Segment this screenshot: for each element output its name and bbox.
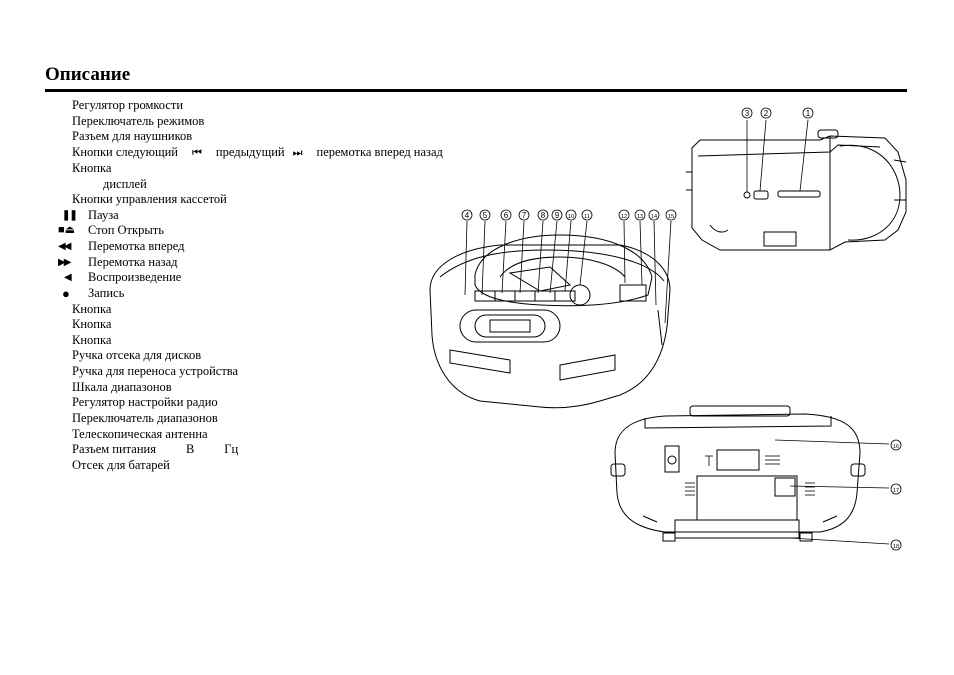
callout-number: 18 — [893, 544, 899, 550]
list-item: Ручка отсека для дисков — [72, 348, 202, 362]
rewind-icon: ▶▶ — [58, 257, 71, 268]
callout-circle — [581, 209, 593, 221]
skip-forward-icon: ⏭ — [292, 147, 303, 159]
list-item: Перемотка вперед — [88, 239, 185, 253]
callout-circle — [518, 209, 530, 221]
callout-number: 4 — [465, 211, 470, 220]
item-label: предыдущий — [215, 145, 285, 159]
callout-circle — [648, 209, 660, 221]
list-item: Кнопки управления кассетой — [72, 192, 227, 206]
list-item: Пауза — [88, 208, 119, 222]
callout-number: 2 — [764, 109, 769, 118]
callout-circle — [890, 439, 902, 451]
callout-circle — [665, 209, 677, 221]
back-view-illustration: 16 17 18 — [610, 405, 902, 551]
list-item: Переключатель режимов — [72, 114, 205, 128]
callout-circle — [479, 209, 491, 221]
item-label: Разъем питания — [72, 442, 156, 456]
callout-number: 3 — [745, 109, 750, 118]
list-item: Кнопка — [72, 333, 112, 347]
callout-circle — [890, 539, 902, 551]
title-underline — [45, 89, 907, 92]
callout-circle — [565, 209, 577, 221]
list-item: Кнопка — [72, 161, 112, 175]
page-title: Описание — [45, 64, 131, 85]
callout-number: 17 — [893, 488, 899, 494]
list-item: Запись — [88, 286, 125, 300]
list-item: Кнопки следующий ⏮ предыдущий ⏭ перемотка вп… — [72, 145, 443, 161]
list-item: Регулятор громкости — [72, 98, 184, 112]
list-item: Разъем для наушников — [72, 129, 193, 143]
callout-number: 6 — [504, 211, 509, 220]
list-item: Телескопическая антенна — [72, 427, 208, 441]
callout-number: 1 — [806, 109, 811, 118]
callout-number: 12 — [621, 214, 627, 220]
stop-eject-icon: ■⏏ — [58, 224, 76, 236]
callout-number: 9 — [555, 211, 560, 220]
list-item: Отсек для батарей — [72, 458, 170, 472]
side-view-illustration: 3 2 1 — [686, 107, 907, 251]
record-icon: ● — [62, 286, 70, 301]
callout-number: 5 — [483, 211, 488, 220]
list-item: Переключатель диапазонов — [72, 411, 218, 425]
list-item: Кнопка — [72, 302, 112, 316]
fast-forward-icon: ◀◀ — [58, 241, 71, 252]
callout-circle — [741, 107, 753, 119]
play-icon: ◀ — [64, 272, 72, 283]
callout-number: 16 — [893, 444, 899, 450]
callout-circle — [500, 209, 512, 221]
callout-number: 13 — [637, 214, 643, 220]
callout-circle — [551, 209, 563, 221]
callout-number: 14 — [651, 214, 657, 220]
skip-back-icon: ⏮ — [191, 147, 202, 159]
callout-number: 11 — [584, 214, 590, 220]
callout-circle — [760, 107, 772, 119]
list-item: Воспроизведение — [88, 270, 182, 284]
callout-circle — [537, 209, 549, 221]
voltage-unit: В — [185, 442, 195, 456]
list-item: Ручка для переноса устройства — [72, 364, 239, 378]
list-item: Стоп Открыть — [88, 223, 164, 237]
callout-number: 8 — [541, 211, 546, 220]
callout-circle — [890, 483, 902, 495]
list-item: Кнопка — [72, 317, 112, 331]
item-label: перемотка вперед назад — [316, 145, 443, 159]
callout-number: 15 — [668, 214, 674, 220]
callout-circle — [618, 209, 630, 221]
list-item: Регулятор настройки радио — [72, 395, 218, 409]
callout-number: 7 — [522, 211, 527, 220]
list-item: Разъем питания В Гц — [72, 442, 238, 457]
callout-circle — [461, 209, 473, 221]
frequency-unit: Гц — [224, 442, 239, 456]
pause-icon: ❚❚ — [62, 210, 78, 221]
list-item: Шкала диапазонов — [72, 380, 172, 394]
callout-number: 10 — [568, 214, 574, 220]
list-item: Перемотка назад — [88, 255, 178, 269]
callout-circle — [634, 209, 646, 221]
list-item: дисплей — [103, 177, 147, 191]
item-label: Кнопки следующий — [72, 145, 178, 159]
callout-circle — [802, 107, 814, 119]
